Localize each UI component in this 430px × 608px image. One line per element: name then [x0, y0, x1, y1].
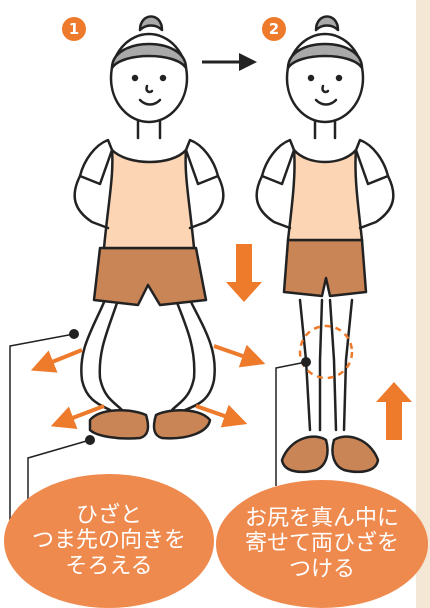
figure-1 [75, 17, 224, 439]
caption-left-line-2: つま先の向きを [32, 528, 186, 553]
knee-highlight [300, 326, 352, 378]
up-arrow-icon [376, 382, 412, 440]
step-2-badge: 2 [262, 17, 286, 41]
caption-left-line-3: そろえる [65, 554, 152, 579]
caption-right-line-3: つける [289, 557, 355, 582]
caption-right-line-2: 寄せて両ひざを [245, 531, 399, 556]
down-arrow-icon [226, 244, 262, 302]
caption-right-line-1: お尻を真ん中に [245, 506, 399, 531]
caption-left-line-1: ひざと [76, 503, 142, 528]
figure-2 [257, 17, 394, 472]
caption-bubble-left: ひざと つま先の向きを そろえる [4, 474, 214, 608]
caption-bubble-right: お尻を真ん中に 寄せて両ひざを つける [216, 480, 428, 608]
step-1-badge: 1 [62, 17, 86, 41]
